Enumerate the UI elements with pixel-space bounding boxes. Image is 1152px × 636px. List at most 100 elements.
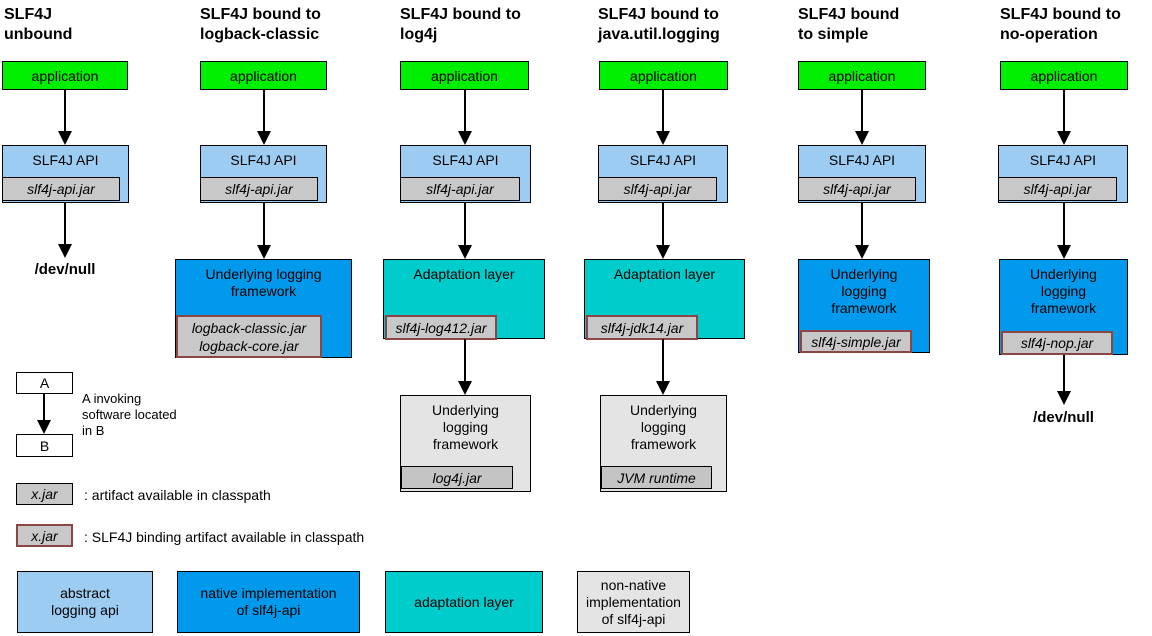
column-title-log4j: SLF4J bound to log4j xyxy=(400,6,521,43)
jar-label: slf4j-jdk14.jar xyxy=(600,319,684,336)
legend-adaptation-layer-box: adaptation layer xyxy=(385,571,543,633)
column-title-unbound: SLF4J unbound xyxy=(4,6,73,43)
binding-jar-badge: slf4j-log412.jar xyxy=(385,315,497,340)
down-arrow-icon xyxy=(1057,355,1071,405)
legend-invoker-a-box: A xyxy=(16,372,73,394)
down-arrow-icon xyxy=(855,203,869,259)
jar-label: slf4j-simple.jar xyxy=(811,333,901,350)
slf4j-api-box: SLF4J API slf4j-api.jar xyxy=(598,145,728,203)
application-box: application xyxy=(2,61,128,90)
slf4j-api-box: SLF4J API slf4j-api.jar xyxy=(400,145,531,203)
underlying-framework-box: Underlying logging framework slf4j-nop.j… xyxy=(999,259,1128,355)
down-arrow-icon xyxy=(656,203,670,259)
legend-binding-jar-badge: x.jar xyxy=(16,524,73,547)
jar-label: slf4j-api.jar xyxy=(623,181,692,197)
application-box: application xyxy=(599,61,728,90)
legend-binding-caption: : SLF4J binding artifact available in cl… xyxy=(84,529,365,545)
application-box: application xyxy=(400,61,529,90)
column-title-jul: SLF4J bound to java.util.logging xyxy=(598,6,720,43)
underlying-framework-box: Underlying logging framework log4j.jar xyxy=(400,395,531,492)
column-title-simple: SLF4J bound to simple xyxy=(798,6,900,43)
devnull-label: /dev/null xyxy=(34,261,96,278)
underlying-framework-box: Underlying logging framework logback-cla… xyxy=(175,259,352,358)
legend-a-label: A xyxy=(39,375,50,391)
column-title-logback: SLF4J bound to logback-classic xyxy=(200,6,321,43)
jar-label: slf4j-api.jar xyxy=(426,181,494,197)
application-box: application xyxy=(798,61,926,90)
legend-b-label: B xyxy=(39,437,50,454)
legend-artifact-jar-badge: x.jar xyxy=(16,483,73,505)
slf4j-api-jar-badge: slf4j-api.jar xyxy=(998,177,1117,201)
down-arrow-icon xyxy=(855,90,869,145)
slf4j-api-label: SLF4J API xyxy=(1029,152,1097,168)
down-arrow-icon xyxy=(458,203,472,259)
legend-non-native-impl-box: non-native implementation of slf4j-api xyxy=(577,571,690,633)
down-arrow-icon xyxy=(257,90,271,145)
legend-invoke-caption: A invoking software located in B xyxy=(82,391,177,438)
adaptation-layer-label: Adaptation layer xyxy=(413,266,515,282)
application-box: application xyxy=(200,61,327,90)
down-arrow-icon xyxy=(458,339,472,395)
slf4j-api-jar-badge: slf4j-api.jar xyxy=(598,177,717,201)
legend-invoked-b-box: B xyxy=(16,434,73,457)
application-label: application xyxy=(828,67,896,84)
adaptation-layer-box: Adaptation layer slf4j-jdk14.jar xyxy=(584,259,745,340)
down-arrow-icon xyxy=(257,203,271,259)
framework-jar-badge: JVM runtime xyxy=(601,466,712,489)
slf4j-api-jar-badge: slf4j-api.jar xyxy=(200,177,318,201)
framework-label: Underlying logging framework xyxy=(1030,266,1097,316)
jar-label: slf4j-nop.jar xyxy=(1020,335,1094,351)
legend-category-label: non-native implementation of slf4j-api xyxy=(586,576,681,627)
binding-jar-badge: slf4j-simple.jar xyxy=(800,330,912,353)
jar-label: x.jar xyxy=(31,486,58,502)
jar-label: slf4j-api.jar xyxy=(823,181,891,197)
down-arrow-icon xyxy=(58,203,72,258)
application-label: application xyxy=(1030,67,1098,84)
slf4j-api-box: SLF4J API slf4j-api.jar xyxy=(998,145,1128,203)
jar-label: x.jar xyxy=(31,527,58,544)
legend-abstract-api-box: abstract logging api xyxy=(17,571,153,633)
adaptation-layer-box: Adaptation layer slf4j-log412.jar xyxy=(383,259,545,340)
binding-jar-badge: slf4j-nop.jar xyxy=(1001,331,1113,355)
down-arrow-icon xyxy=(656,90,670,145)
down-arrow-icon xyxy=(1057,203,1071,259)
slf4j-api-label: SLF4J API xyxy=(432,152,499,168)
underlying-framework-box: Underlying logging framework JVM runtime xyxy=(600,395,727,492)
slf4j-api-jar-badge: slf4j-api.jar xyxy=(2,177,120,201)
legend-category-label: abstract logging api xyxy=(51,585,119,618)
jar-label: JVM runtime xyxy=(617,469,696,486)
framework-label: Underlying logging framework xyxy=(830,266,898,316)
jar-label: slf4j-api.jar xyxy=(27,181,95,197)
application-label: application xyxy=(230,67,297,84)
down-arrow-icon xyxy=(458,90,472,145)
legend-artifact-caption: : artifact available in classpath xyxy=(84,487,271,503)
legend-category-label: adaptation layer xyxy=(414,593,514,610)
application-label: application xyxy=(630,67,697,84)
jar-label: logback-classic.jar logback-core.jar xyxy=(191,319,307,354)
down-arrow-icon xyxy=(58,90,72,145)
slf4j-api-label: SLF4J API xyxy=(32,152,99,168)
framework-label: Underlying logging framework xyxy=(205,266,322,299)
down-arrow-icon xyxy=(656,339,670,395)
framework-label: Underlying logging framework xyxy=(432,402,499,452)
application-label: application xyxy=(431,67,498,84)
framework-label: Underlying logging framework xyxy=(630,402,697,452)
binding-jar-badge: slf4j-jdk14.jar xyxy=(586,315,698,340)
column-title-nop: SLF4J bound to no-operation xyxy=(1000,6,1121,43)
slf4j-api-jar-badge: slf4j-api.jar xyxy=(400,177,520,201)
slf4j-api-label: SLF4J API xyxy=(828,152,896,168)
slf4j-api-label: SLF4J API xyxy=(629,152,697,168)
application-box: application xyxy=(1000,61,1128,90)
slf4j-api-jar-badge: slf4j-api.jar xyxy=(798,177,916,201)
slf4j-api-box: SLF4J API slf4j-api.jar xyxy=(2,145,129,203)
jar-label: slf4j-api.jar xyxy=(1023,181,1092,197)
slf4j-api-box: SLF4J API slf4j-api.jar xyxy=(200,145,327,203)
underlying-framework-box: Underlying logging framework slf4j-simpl… xyxy=(798,259,930,353)
application-label: application xyxy=(31,67,99,84)
jar-label: slf4j-api.jar xyxy=(225,181,293,197)
slf4j-api-label: SLF4J API xyxy=(230,152,297,168)
jar-label: log4j.jar xyxy=(432,469,482,486)
adaptation-layer-label: Adaptation layer xyxy=(613,266,716,282)
devnull-label: /dev/null xyxy=(1033,409,1094,426)
